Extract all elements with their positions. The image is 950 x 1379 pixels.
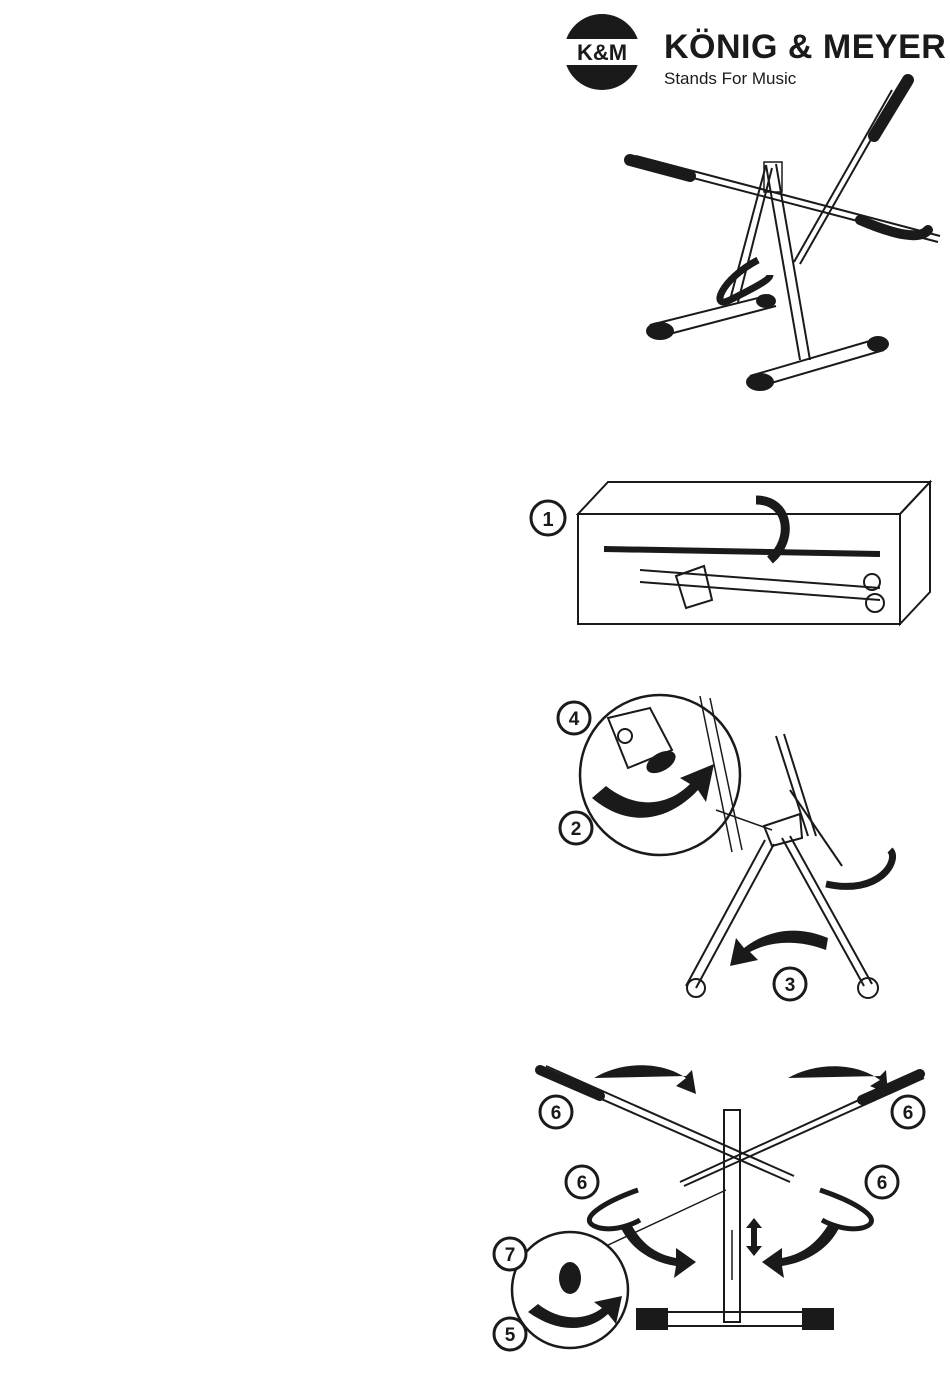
step-6-label-left-top: 6 xyxy=(551,1103,562,1124)
logo-mark: K&M xyxy=(577,40,627,65)
packaged-stand-illustration: 1 xyxy=(520,470,950,640)
open-arms-illustration: 6 6 6 6 7 5 xyxy=(490,1050,940,1370)
step-2-label: 2 xyxy=(571,819,582,840)
step-5-label: 5 xyxy=(505,1325,516,1346)
step-6-label-right-hook: 6 xyxy=(877,1173,888,1194)
step-4-label: 4 xyxy=(569,709,580,730)
step-6-label-right-top: 6 xyxy=(903,1103,914,1124)
unfold-legs-illustration: 4 2 3 xyxy=(550,690,910,1010)
step-6-label-left-hook: 6 xyxy=(577,1173,588,1194)
step-7-label: 7 xyxy=(505,1245,516,1266)
brand-name: KÖNIG & MEYER xyxy=(664,30,946,64)
step-1-label: 1 xyxy=(542,509,553,531)
step-3-label: 3 xyxy=(785,975,796,996)
assembled-stand-illustration xyxy=(620,70,950,400)
